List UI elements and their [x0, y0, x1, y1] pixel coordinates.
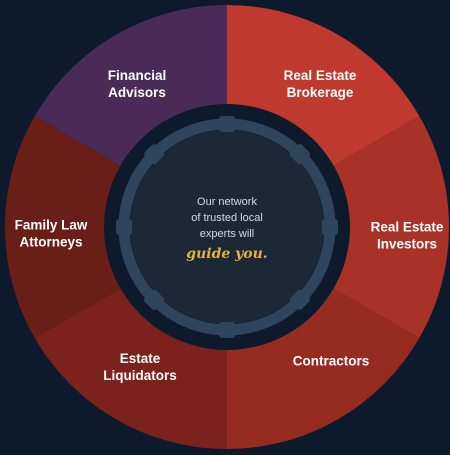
hub-knob [219, 116, 235, 132]
hub-knob [144, 144, 165, 165]
hub-knob [144, 289, 165, 310]
hub-knob [219, 322, 235, 338]
label-contractors: Contractors [293, 354, 370, 369]
hub-knob [289, 289, 310, 310]
hub-knob [116, 219, 132, 235]
label-line: Attorneys [19, 235, 82, 250]
label-line: Real Estate [284, 68, 357, 83]
center-accent: guide you. [186, 246, 267, 262]
center-line-2: of trusted local [191, 212, 263, 224]
label-line: Advisors [108, 85, 166, 100]
hub-knobs [116, 116, 338, 338]
label-line: Financial [108, 68, 167, 83]
label-line: Liquidators [103, 368, 177, 383]
hub-inner-disc [130, 130, 324, 324]
label-line: Real Estate [371, 220, 444, 235]
center-hub: Our network of trusted local experts wil… [104, 104, 350, 350]
label-line: Investors [377, 237, 437, 252]
hub-knob [289, 144, 310, 165]
label-line: Family Law [15, 218, 88, 233]
center-line-3: experts will [200, 228, 254, 240]
label-line: Estate [120, 351, 161, 366]
center-line-1: Our network [197, 196, 257, 208]
hub-knob [322, 219, 338, 235]
label-line: Brokerage [287, 85, 354, 100]
label-line: Contractors [293, 354, 370, 369]
